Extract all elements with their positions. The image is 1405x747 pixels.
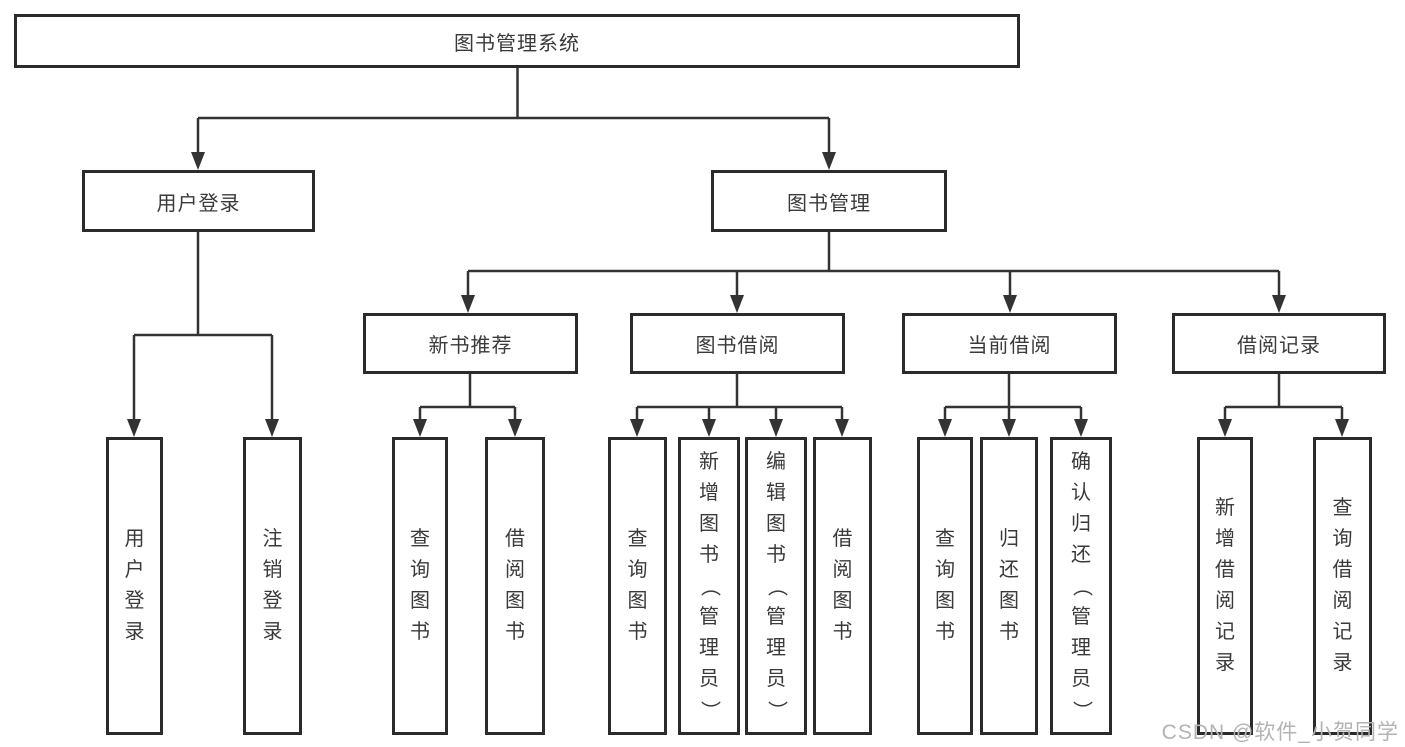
leaf-label: 编辑图书（管理员）	[765, 450, 788, 721]
connector-book-borrow-leaves	[635, 374, 844, 423]
leaf-label: 归还图书	[999, 528, 1019, 643]
node-label: 借阅记录	[1237, 335, 1321, 357]
leaf-label: 新增图书（管理员）	[698, 450, 721, 721]
leaf-label: 查询借阅记录	[1332, 497, 1353, 674]
leaf-user-login: 用户登录	[106, 437, 163, 735]
leaf-add-borrow-record: 新增借阅记录	[1197, 437, 1253, 735]
node-label: 当前借阅	[967, 335, 1052, 357]
leaf-query-books: 查询图书	[917, 437, 973, 735]
leaf-edit-books-admin: 编辑图书（管理员）	[745, 437, 807, 735]
leaf-return-books: 归还图书	[980, 437, 1038, 735]
leaf-label: 查询图书	[410, 528, 430, 643]
connector-user-login-leaves	[132, 232, 274, 423]
leaf-borrow-books: 借阅图书	[813, 437, 872, 735]
node-current-borrowing: 当前借阅	[902, 313, 1117, 374]
connector-new-book-leaves	[418, 374, 517, 423]
connector-borrow-records-leaves	[1223, 374, 1344, 423]
node-label: 图书管理	[787, 192, 871, 215]
leaf-label: 借阅图书	[832, 528, 853, 643]
connector-current-borrow-leaves	[943, 374, 1083, 423]
leaf-label: 新增借阅记录	[1215, 497, 1235, 674]
leaf-logout: 注销登录	[243, 437, 302, 735]
leaf-query-borrow-record: 查询借阅记录	[1313, 437, 1372, 735]
leaf-label: 查询图书	[627, 528, 648, 643]
node-book-borrowing: 图书借阅	[630, 313, 845, 374]
node-borrowing-records: 借阅记录	[1172, 313, 1386, 374]
connector-book-management-sections	[466, 232, 1281, 299]
node-label: 用户登录	[156, 192, 241, 215]
leaf-label: 查询图书	[935, 528, 955, 643]
leaf-query-books: 查询图书	[392, 437, 448, 735]
node-label: 新书推荐	[428, 335, 513, 357]
node-new-book-recommend: 新书推荐	[363, 313, 578, 374]
node-user-login: 用户登录	[82, 170, 315, 232]
node-label: 图书借阅	[695, 335, 780, 357]
connector-root-branches	[196, 68, 831, 156]
leaf-label: 确认归还（管理员）	[1070, 450, 1093, 721]
node-library-management-system: 图书管理系统	[14, 14, 1020, 68]
leaf-label: 借阅图书	[505, 528, 525, 643]
leaf-add-books-admin: 新增图书（管理员）	[678, 437, 740, 735]
node-book-management: 图书管理	[711, 170, 947, 232]
watermark: CSDN @软件_小贺同学	[1161, 721, 1399, 744]
leaf-borrow-books: 借阅图书	[485, 437, 545, 735]
leaf-query-books: 查询图书	[608, 437, 667, 735]
leaf-label: 注销登录	[262, 528, 283, 643]
leaf-confirm-return-admin: 确认归还（管理员）	[1050, 437, 1112, 735]
leaf-label: 用户登录	[124, 528, 145, 643]
node-label: 图书管理系统	[454, 32, 580, 55]
